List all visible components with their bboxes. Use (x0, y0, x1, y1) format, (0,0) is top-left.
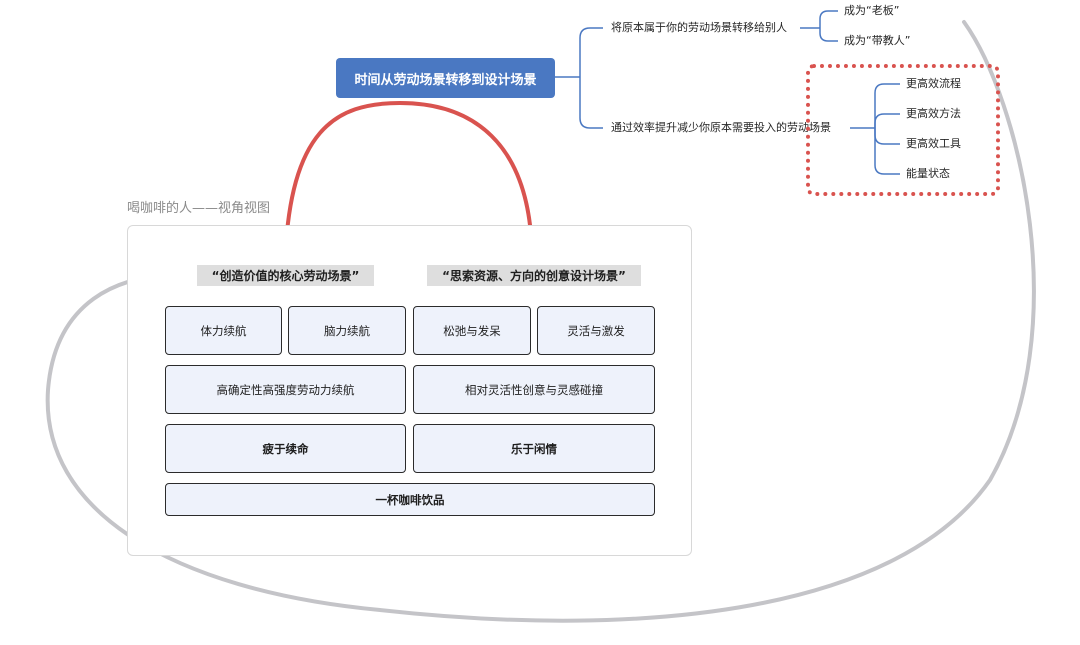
cell-physical-endurance[interactable]: 体力续航 (165, 306, 282, 355)
creative-design-scene-label[interactable]: “思索资源、方向的创意设计场景” (427, 265, 641, 286)
core-labor-scene-label[interactable]: “创造价值的核心劳动场景” (197, 265, 374, 286)
cell-relax-daydream[interactable]: 松弛与发呆 (413, 306, 531, 355)
leaf-efficient-tool[interactable]: 更高效工具 (906, 137, 961, 150)
leaf-efficient-method[interactable]: 更高效方法 (906, 107, 961, 120)
cell-high-intensity-labor[interactable]: 高确定性高强度劳动力续航 (165, 365, 406, 414)
branch-transfer-label[interactable]: 将原本属于你的劳动场景转移给别人 (611, 21, 787, 34)
cell-mental-endurance[interactable]: 脑力续航 (288, 306, 406, 355)
cell-creative-collision[interactable]: 相对灵活性创意与灵感碰撞 (413, 365, 655, 414)
main-topic[interactable]: 时间从劳动场景转移到设计场景 (336, 58, 555, 98)
cell-leisure-enjoyment[interactable]: 乐于闲情 (413, 424, 655, 473)
cell-exhausted-survival[interactable]: 疲于续命 (165, 424, 406, 473)
view-title: 喝咖啡的人——视角视图 (127, 201, 271, 216)
highlight-dashed-box (806, 64, 1000, 196)
cell-flexibility-inspiration[interactable]: 灵活与激发 (537, 306, 655, 355)
leaf-energy-state[interactable]: 能量状态 (906, 167, 950, 180)
leaf-efficient-process[interactable]: 更高效流程 (906, 77, 961, 90)
cell-coffee-drink[interactable]: 一杯咖啡饮品 (165, 483, 655, 516)
branch-efficiency-label[interactable]: 通过效率提升减少你原本需要投入的劳动场景 (611, 121, 831, 134)
leaf-become-boss[interactable]: 成为“老板” (844, 4, 900, 17)
leaf-become-mentor[interactable]: 成为“带教人” (844, 34, 911, 47)
